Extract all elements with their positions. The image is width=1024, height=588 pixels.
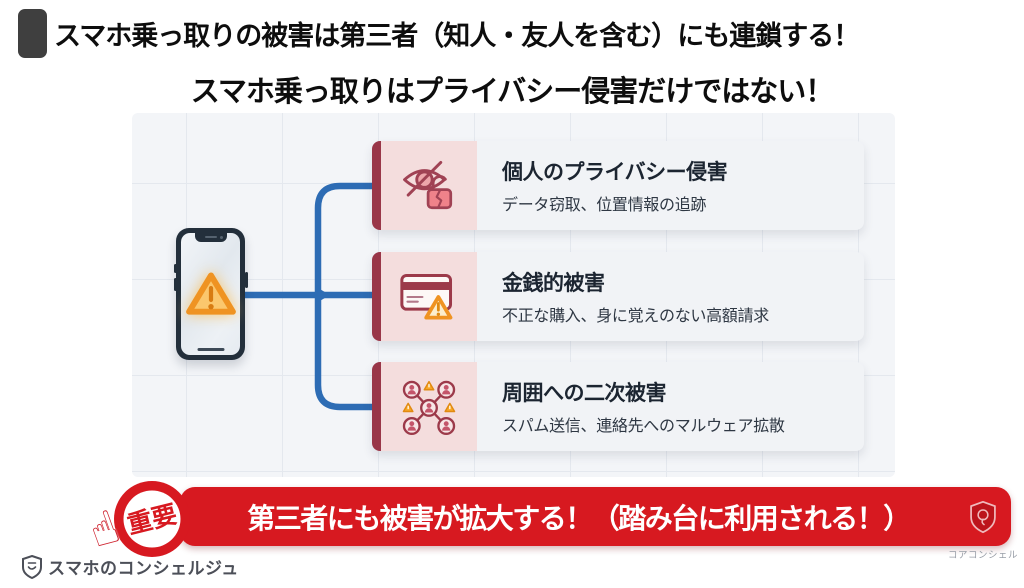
phone-speaker — [204, 236, 217, 238]
card-description: データ窃取、位置情報の追跡 — [502, 197, 707, 214]
shield-emblem-icon — [970, 500, 996, 533]
card-privacy-damage: 個人のプライバシー侵害 データ窃取、位置情報の追跡 — [372, 141, 864, 230]
conclusion-banner: 第三者にも被害が拡大する！（踏み台に利用される！） — [180, 487, 1011, 546]
phone-home-indicator — [197, 348, 224, 351]
card-content: 金銭的被害 不正な購入、身に覚えのない高額請求 — [477, 252, 864, 341]
card-accent-strip — [372, 362, 381, 451]
brand-name: スマホのコンシェルジュ — [48, 559, 239, 578]
card-icon-box — [381, 141, 477, 230]
card-content: 個人のプライバシー侵害 データ窃取、位置情報の追跡 — [477, 141, 864, 230]
conclusion-text: 第三者にも被害が拡大する！（踏み台に利用される！） — [247, 502, 911, 534]
subtitle-segment: スマホ乗っ取り — [190, 76, 387, 108]
credit-card-warning-icon — [400, 273, 453, 319]
phone-side-button — [173, 278, 177, 291]
card-icon-box — [381, 252, 477, 341]
card-description: 不正な購入、身に覚えのない高額請求 — [502, 308, 769, 325]
contacts-network-warning-icon — [402, 380, 456, 435]
card-content: 周囲への二次被害 スパム送信、連絡先へのマルウェア拡散 — [477, 362, 864, 451]
phone-screen — [181, 233, 240, 355]
subtitle-segment: は — [385, 76, 415, 108]
important-stamp: 重要 ☝ — [82, 474, 196, 574]
brand-logo: スマホのコンシェルジュ — [22, 554, 239, 579]
card-financial-damage: 金銭的被害 不正な購入、身に覚えのない高額請求 — [372, 252, 864, 341]
card-secondary-damage: 周囲への二次被害 スパム送信、連絡先へのマルウェア拡散 — [372, 362, 864, 451]
eye-off-broken-lock-icon — [403, 160, 453, 209]
watermark-text: コアコンシェル — [948, 550, 1019, 561]
page-title: スマホ乗っ取りの被害は第三者（知人・友人を含む）にも連鎖する！ — [54, 21, 860, 51]
card-accent-strip — [372, 252, 381, 341]
subtitle-segment: プライバシー侵害 — [413, 76, 638, 108]
phone-side-button — [244, 272, 248, 288]
subtitle-segment: だけではない！ — [637, 76, 834, 108]
important-stamp-badge: 重要 — [114, 481, 190, 557]
smartphone-warning-icon — [173, 228, 248, 360]
card-description: スパム送信、連絡先へのマルウェア拡散 — [502, 418, 785, 435]
title-accent-block — [18, 9, 47, 58]
card-title: 周囲への二次被害 — [502, 382, 667, 405]
brand-shield-icon — [22, 554, 42, 579]
warning-triangle-icon — [185, 272, 236, 315]
page-subtitle: スマホ乗っ取りはプライバシー侵害だけではない！ — [0, 68, 1024, 110]
card-title: 金銭的被害 — [502, 272, 605, 295]
header: スマホ乗っ取りの被害は第三者（知人・友人を含む）にも連鎖する！ — [18, 9, 1008, 58]
card-icon-box — [381, 362, 477, 451]
phone-side-button — [173, 264, 177, 273]
card-accent-strip — [372, 141, 381, 230]
phone-camera — [219, 235, 223, 239]
card-title: 個人のプライバシー侵害 — [502, 161, 728, 184]
